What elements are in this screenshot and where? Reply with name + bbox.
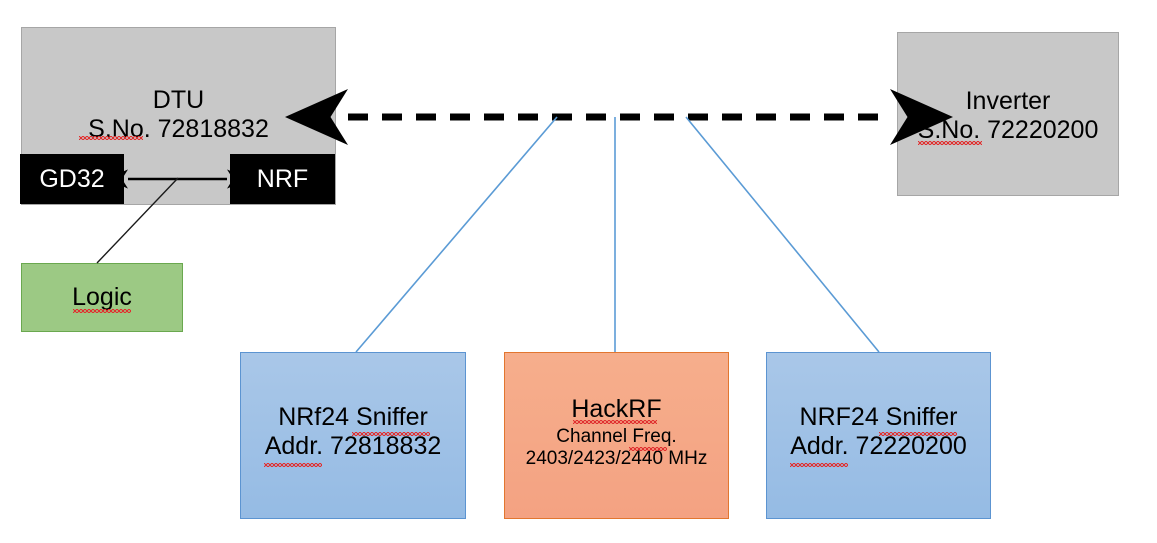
- nrf24-sniffer-right-address: Addr. 72220200: [790, 431, 967, 460]
- logic-label: Logic: [72, 283, 132, 312]
- hackrf-box[interactable]: HackRF Channel Freq. 2403/2423/2440 MHz: [504, 352, 729, 519]
- nrf-chip-box[interactable]: NRF: [230, 154, 335, 204]
- connector-sniffer-left-tap: [355, 116, 558, 353]
- inverter-title: Inverter: [965, 87, 1051, 115]
- hackrf-channel-label: Channel Freq.: [556, 425, 677, 447]
- hackrf-title: HackRF: [571, 395, 662, 423]
- connector-sniffer-right-tap: [685, 116, 880, 353]
- gd32-label: GD32: [39, 164, 105, 193]
- logic-analyzer-box[interactable]: Logic: [21, 263, 183, 332]
- dtu-serial: S.No. 72818832: [88, 114, 269, 143]
- inverter-box[interactable]: Inverter S.No. 72220200: [897, 32, 1119, 196]
- gd32-chip-box[interactable]: GD32: [20, 154, 124, 204]
- inverter-serial: S.No. 72220200: [917, 115, 1099, 144]
- nrf24-sniffer-left-title: NRf24 Sniffer: [278, 403, 428, 431]
- nrf24-sniffer-left-box[interactable]: NRf24 Sniffer Addr. 72818832: [240, 352, 466, 519]
- hackrf-channel-frequencies: 2403/2423/2440 MHz: [525, 448, 708, 470]
- nrf24-sniffer-left-address: Addr. 72818832: [264, 431, 442, 460]
- nrf-label: NRF: [256, 164, 309, 193]
- dtu-title: DTU: [152, 86, 205, 114]
- nrf24-sniffer-right-title: NRF24 Sniffer: [799, 403, 958, 431]
- nrf24-sniffer-right-box[interactable]: NRF24 Sniffer Addr. 72220200: [766, 352, 991, 519]
